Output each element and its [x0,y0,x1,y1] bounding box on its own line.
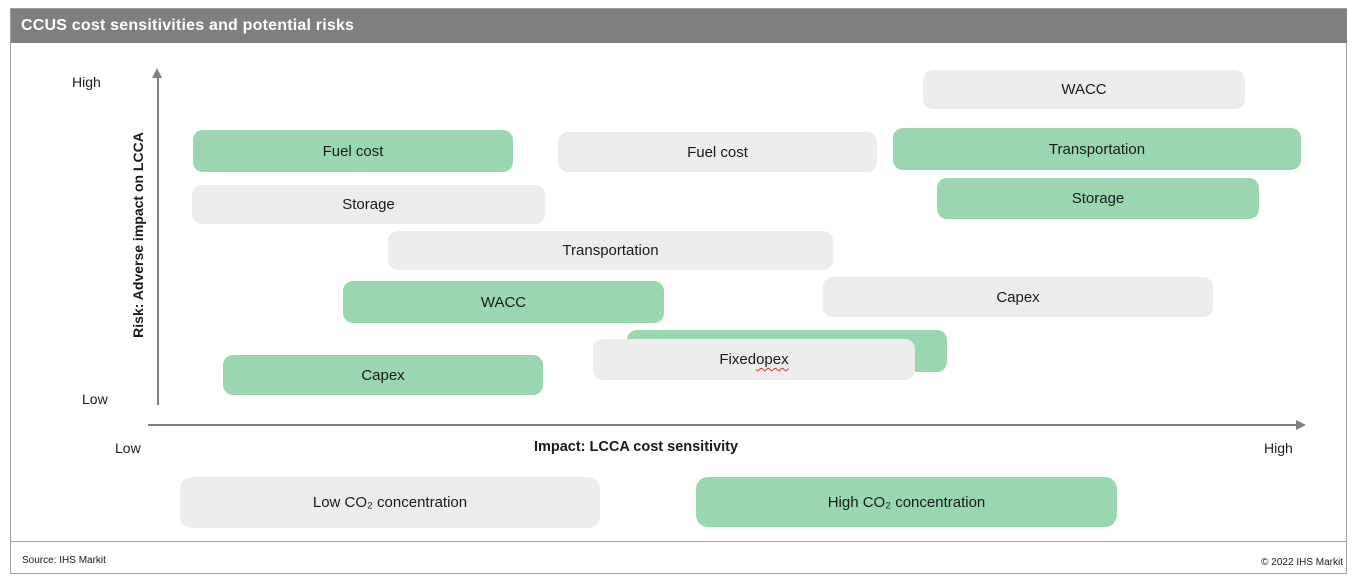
spellcheck-squiggle: opex [756,351,789,368]
y-axis-high-label: High [72,74,101,90]
footer-separator [11,541,1347,542]
x-axis-title: Impact: LCCA cost sensitivity [533,439,739,455]
risk-box-fuel-cost: Fuel cost [558,132,877,172]
risk-box-wacc: WACC [923,70,1245,109]
risk-box-wacc: WACC [343,281,664,323]
chart-frame [10,8,1347,574]
copyright-note: © 2022 IHS Markit [1261,557,1343,568]
risk-box-transportation: Transportation [388,231,833,270]
risk-box-capex: Capex [823,277,1213,317]
x-axis-line [148,424,1298,426]
risk-box-fixed-opex: Fixed opex [593,339,915,380]
risk-box-transportation: Transportation [893,128,1301,170]
y-axis-line [157,76,159,405]
y-axis-arrow-icon [152,68,162,78]
x-axis-low-label: Low [115,440,141,456]
risk-box-capex: Capex [223,355,543,395]
x-axis-arrow-icon [1296,420,1306,430]
risk-box-storage: Storage [937,178,1259,219]
legend-high-co-concentration: High CO₂ concentration [696,477,1117,527]
source-note: Source: IHS Markit [22,555,106,566]
risk-box-storage: Storage [192,185,545,224]
legend-low-co-concentration: Low CO₂ concentration [180,477,600,528]
x-axis-high-label: High [1264,440,1293,456]
y-axis-low-label: Low [82,391,108,407]
y-axis-title: Risk: Adverse impact on LCCA [130,132,146,338]
risk-box-fuel-cost: Fuel cost [193,130,513,172]
chart-title: CCUS cost sensitivities and potential ri… [11,9,1347,43]
